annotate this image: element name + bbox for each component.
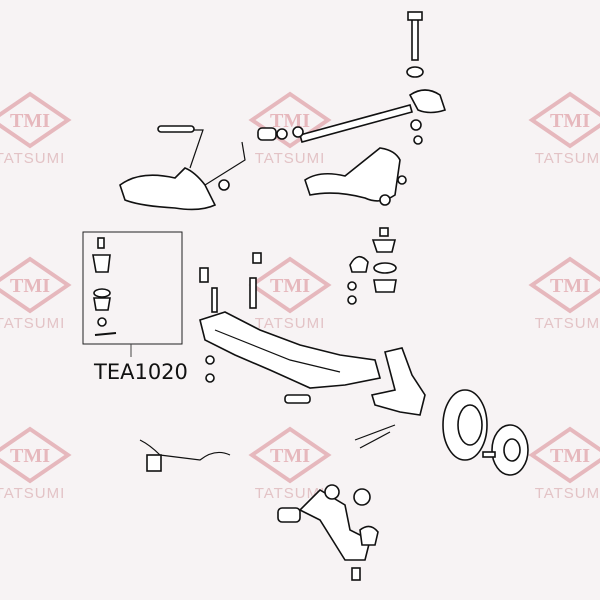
svg-text:TMI: TMI: [10, 110, 50, 132]
svg-text:TMI: TMI: [10, 275, 50, 297]
svg-text:TMI: TMI: [550, 110, 590, 132]
ball-joint-upper: [347, 227, 397, 305]
watermark-logo: TMI TATSUMI: [0, 426, 72, 502]
svg-text:TMI: TMI: [270, 275, 310, 297]
brake-disc: [442, 389, 529, 476]
svg-text:TATSUMI: TATSUMI: [0, 150, 65, 167]
watermark-logo: TMI TATSUMI: [0, 91, 72, 167]
steering-knuckle: [354, 347, 426, 449]
svg-text:TMI: TMI: [270, 445, 310, 467]
lower-control-arm: [277, 484, 379, 581]
svg-text:TMI: TMI: [550, 445, 590, 467]
watermark-logo: TMI TATSUMI: [248, 256, 332, 332]
watermark-logo: TMI TATSUMI: [248, 426, 332, 502]
svg-text:TATSUMI: TATSUMI: [255, 315, 326, 332]
stabilizer-bar: [139, 439, 231, 472]
svg-text:TATSUMI: TATSUMI: [535, 150, 600, 167]
upper-control-arm-right: [304, 147, 407, 206]
svg-text:TMI: TMI: [550, 275, 590, 297]
callout-box: [82, 231, 183, 357]
svg-text:TATSUMI: TATSUMI: [255, 485, 326, 502]
svg-text:TMI: TMI: [270, 110, 310, 132]
svg-text:TMI: TMI: [10, 445, 50, 467]
watermark-logo: TMI TATSUMI: [528, 256, 600, 332]
svg-text:TATSUMI: TATSUMI: [535, 485, 600, 502]
watermark-logo: TMI TATSUMI: [0, 256, 72, 332]
svg-text:TATSUMI: TATSUMI: [255, 150, 326, 167]
watermark-logo: TMI TATSUMI: [528, 91, 600, 167]
upper-control-arm-left: [119, 125, 246, 211]
strut-rod: [257, 11, 447, 145]
svg-text:TATSUMI: TATSUMI: [535, 315, 600, 332]
crossmember: [199, 252, 382, 404]
svg-text:TATSUMI: TATSUMI: [0, 485, 65, 502]
svg-text:TATSUMI: TATSUMI: [0, 315, 65, 332]
watermark-logo: TMI TATSUMI: [528, 426, 600, 502]
part-number-label: TEA1020: [94, 360, 188, 384]
